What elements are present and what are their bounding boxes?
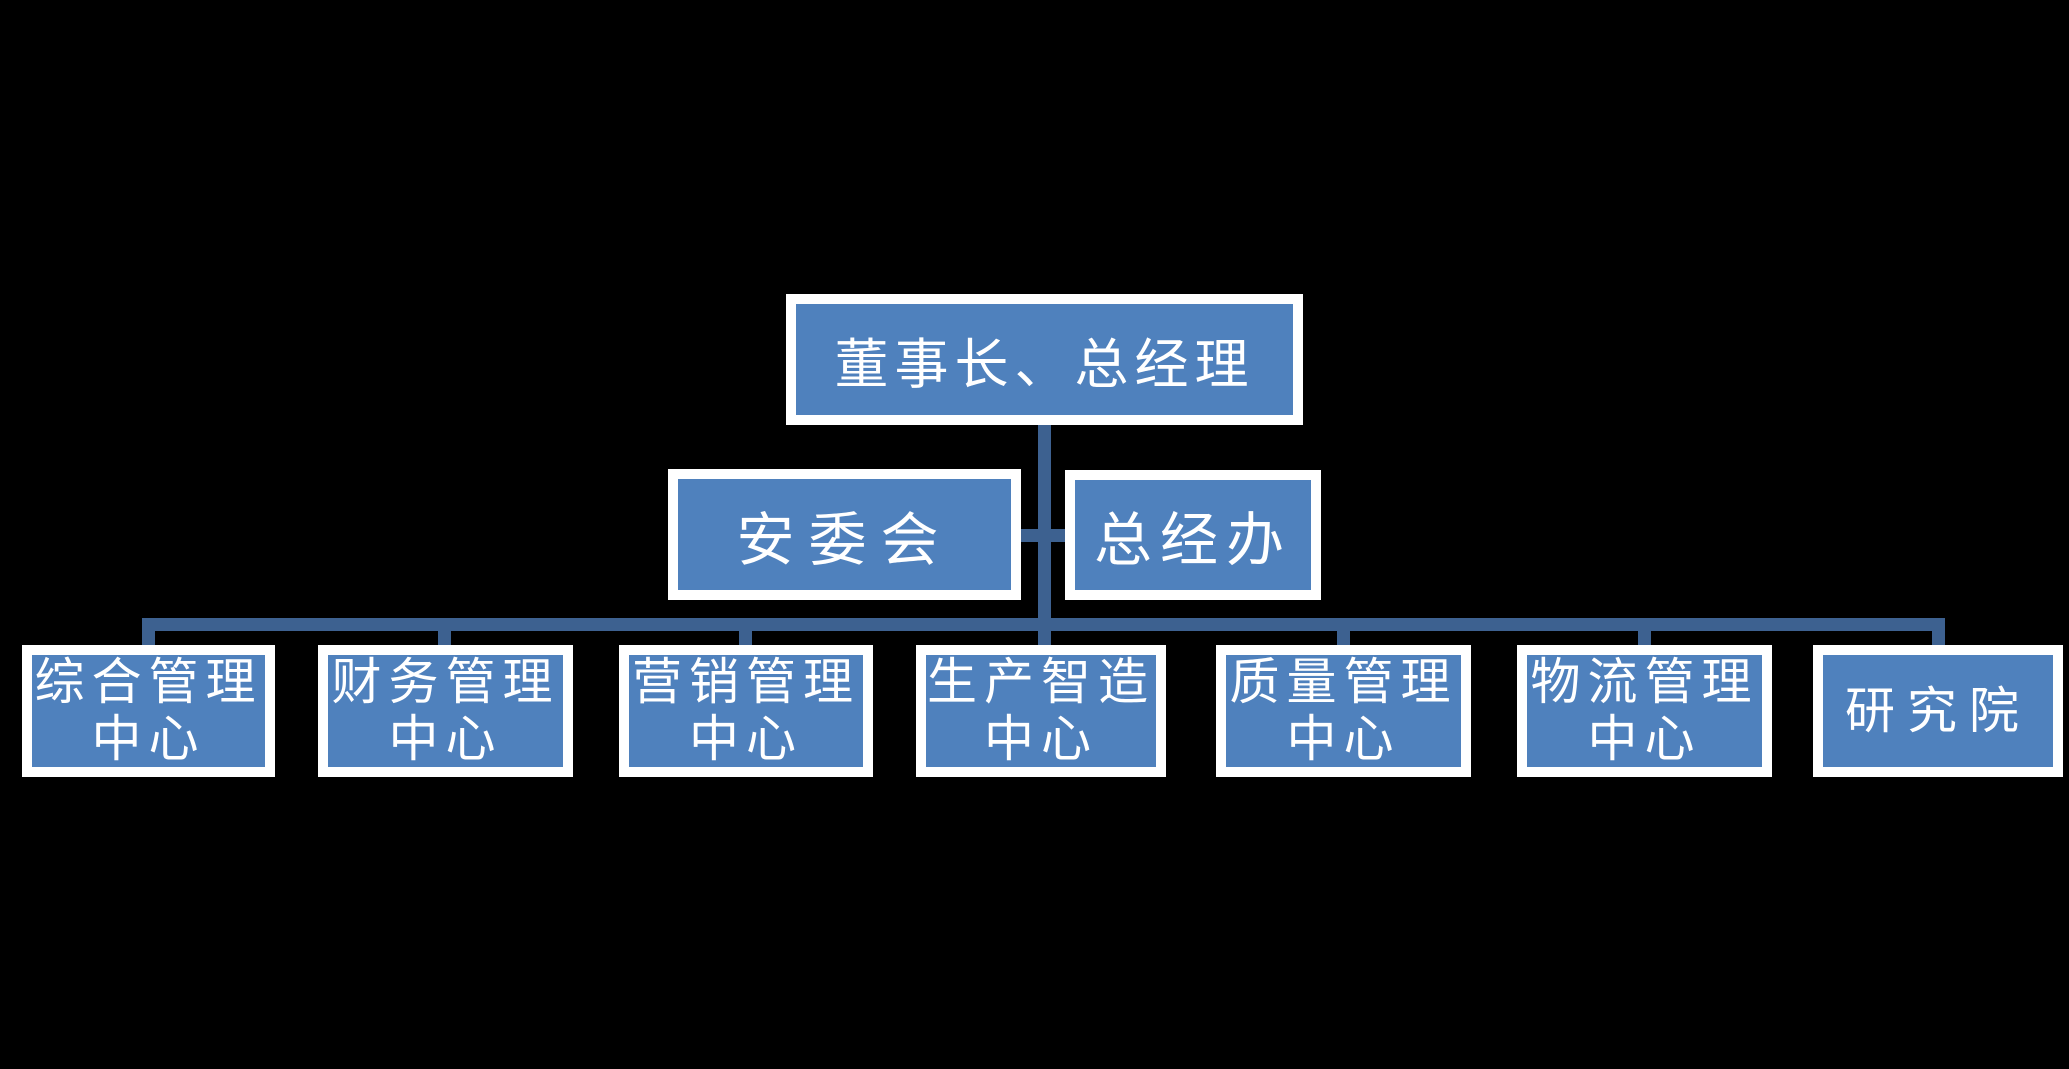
dept-label-line: 质量管理: [1229, 653, 1458, 711]
dept-label-line: 中心: [689, 710, 803, 768]
dept-label-research-institute: 研究院: [1845, 681, 2031, 740]
safety-committee-box: 安委会: [668, 469, 1021, 600]
connector-drop-quality-management: [1337, 622, 1350, 645]
dept-box-logistics-management-center: 物流管理 中心: [1517, 645, 1772, 777]
dept-box-general-management-center: 综合管理 中心: [22, 645, 275, 777]
dept-label-line: 中心: [984, 710, 1098, 768]
connector-drop-general-management: [142, 618, 155, 648]
dept-label-line: 物流管理: [1530, 653, 1759, 711]
dept-label-line: 中心: [91, 710, 206, 768]
dept-box-research-institute: 研究院: [1813, 645, 2063, 777]
dept-box-quality-management-center: 质量管理 中心: [1216, 645, 1471, 777]
dept-box-finance-management-center: 财务管理 中心: [318, 645, 573, 777]
gm-office-box: 总经办: [1065, 470, 1321, 600]
dept-label-logistics-management-center: 物流管理 中心: [1531, 654, 1759, 768]
dept-label-line: 研究院: [1845, 681, 2031, 740]
dept-label-line: 中心: [1587, 710, 1702, 768]
connector-drop-marketing-management: [739, 622, 752, 645]
dept-label-quality-management-center: 质量管理 中心: [1230, 654, 1458, 768]
chairman-general-manager-box: 董事长、总经理: [786, 294, 1303, 425]
connector-gm-office-stub: [1038, 529, 1068, 542]
connector-drop-logistics-management: [1638, 622, 1651, 645]
dept-label-line: 生产智造: [927, 653, 1155, 711]
connector-drop-research-institute: [1932, 618, 1945, 648]
dept-label-line: 营销管理: [632, 653, 860, 711]
dept-label-production-manufacturing-center: 生产智造 中心: [927, 654, 1155, 768]
dept-label-marketing-management-center: 营销管理 中心: [632, 654, 860, 768]
dept-label-line: 中心: [388, 710, 503, 768]
dept-label-line: 中心: [1286, 710, 1401, 768]
safety-committee-label: 安委会: [736, 505, 953, 574]
dept-label-general-management-center: 综合管理 中心: [35, 654, 263, 768]
dept-label-finance-management-center: 财务管理 中心: [332, 654, 560, 768]
dept-box-marketing-management-center: 营销管理 中心: [619, 645, 873, 777]
chairman-general-manager-label: 董事长、总经理: [834, 333, 1255, 396]
connector-drop-finance-management: [438, 622, 451, 645]
connector-department-bus: [142, 618, 1945, 631]
dept-label-line: 财务管理: [331, 653, 560, 711]
gm-office-label: 总经办: [1093, 506, 1292, 574]
dept-box-production-manufacturing-center: 生产智造 中心: [916, 645, 1166, 777]
dept-label-line: 综合管理: [34, 653, 263, 711]
